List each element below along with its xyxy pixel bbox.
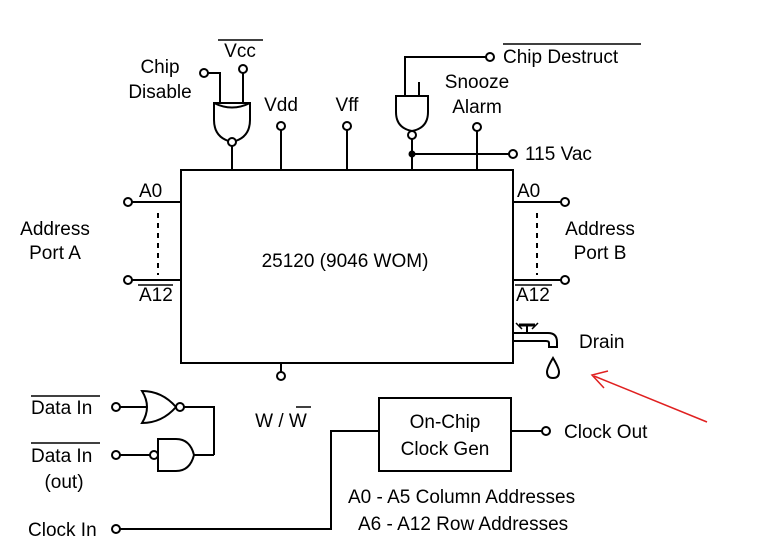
vcc-pin: [238, 64, 248, 74]
a12-right-label: A12: [516, 285, 550, 306]
address-port-a-label-2: Port A: [29, 243, 81, 264]
data-in-out-label-1: Data In: [31, 446, 92, 467]
address-port-b-label-1: Address: [565, 219, 635, 240]
chip-disable-input-wire: [208, 72, 221, 103]
data-in-out-label-2: (out): [44, 472, 83, 493]
vac-label: 115 Vac: [525, 144, 592, 165]
data-in-gate-upper: [140, 389, 178, 425]
clock-in-label: Clock In: [28, 520, 97, 541]
clock-gen-label-2: Clock Gen: [401, 439, 490, 460]
address-port-b-label-2: Port B: [574, 243, 627, 264]
a0-right-pin: [560, 197, 570, 207]
vac-pin: [508, 149, 518, 159]
address-note-line-1: A0 - A5 Column Addresses: [348, 487, 575, 508]
clock-out-pin: [541, 426, 551, 436]
a12-right-pin: [560, 275, 570, 285]
clock-in-wire: [120, 430, 379, 530]
drain-label: Drain: [579, 332, 624, 353]
clock-gen-box: [378, 397, 512, 472]
snooze-alarm-label-2: Alarm: [452, 97, 502, 118]
data-in-upper-bubble: [175, 402, 185, 412]
a0-right-label: A0: [517, 181, 540, 202]
data-in-gate-lower: [157, 438, 196, 472]
clock-out-label: Clock Out: [564, 422, 648, 443]
vdd-pin: [276, 121, 286, 131]
chip-body: [180, 169, 514, 364]
feedback-wire-right: [184, 406, 215, 455]
chip-disable-label-2: Disable: [128, 82, 191, 103]
vff-label: Vff: [336, 95, 360, 116]
address-port-a-label-1: Address: [20, 219, 90, 240]
drain-faucet-icon: [512, 322, 561, 380]
data-in-pin: [111, 402, 121, 412]
data-in-label: Data In: [31, 398, 92, 419]
chip-destruct-pin: [485, 52, 495, 62]
snooze-alarm-label-1: Snooze: [445, 72, 509, 93]
clock-gen-label-1: On-Chip: [410, 412, 481, 433]
data-in-out-pin: [111, 450, 121, 460]
chip-destruct-label: Chip Destruct: [503, 47, 619, 68]
data-in-lower-input-bubble: [149, 450, 159, 460]
chip-destruct-gate-bubble: [407, 130, 417, 140]
write-label: W / W: [255, 411, 307, 432]
vcc-label: Vcc: [224, 41, 256, 62]
chip-label: 25120 (9046 WOM): [262, 251, 429, 272]
a12-left-pin: [123, 275, 133, 285]
address-note-line-2: A6 - A12 Row Addresses: [358, 514, 568, 535]
a12-left-label: A12: [139, 285, 173, 306]
chip-disable-gate: [213, 102, 251, 144]
chip-disable-gate-bubble: [227, 137, 237, 147]
chip-destruct-gate: [395, 95, 429, 133]
vff-pin: [342, 121, 352, 131]
a0-left-pin: [123, 197, 133, 207]
chip-destruct-input-wire: [404, 56, 486, 96]
chip-disable-pin: [199, 68, 209, 78]
a0-left-label: A0: [139, 181, 162, 202]
vdd-label: Vdd: [264, 95, 298, 116]
snooze-alarm-pin: [472, 122, 482, 132]
red-annotation-arrow: [590, 370, 708, 423]
write-pin: [276, 371, 286, 381]
clock-in-pin: [111, 524, 121, 534]
chip-disable-label-1: Chip: [140, 57, 179, 78]
